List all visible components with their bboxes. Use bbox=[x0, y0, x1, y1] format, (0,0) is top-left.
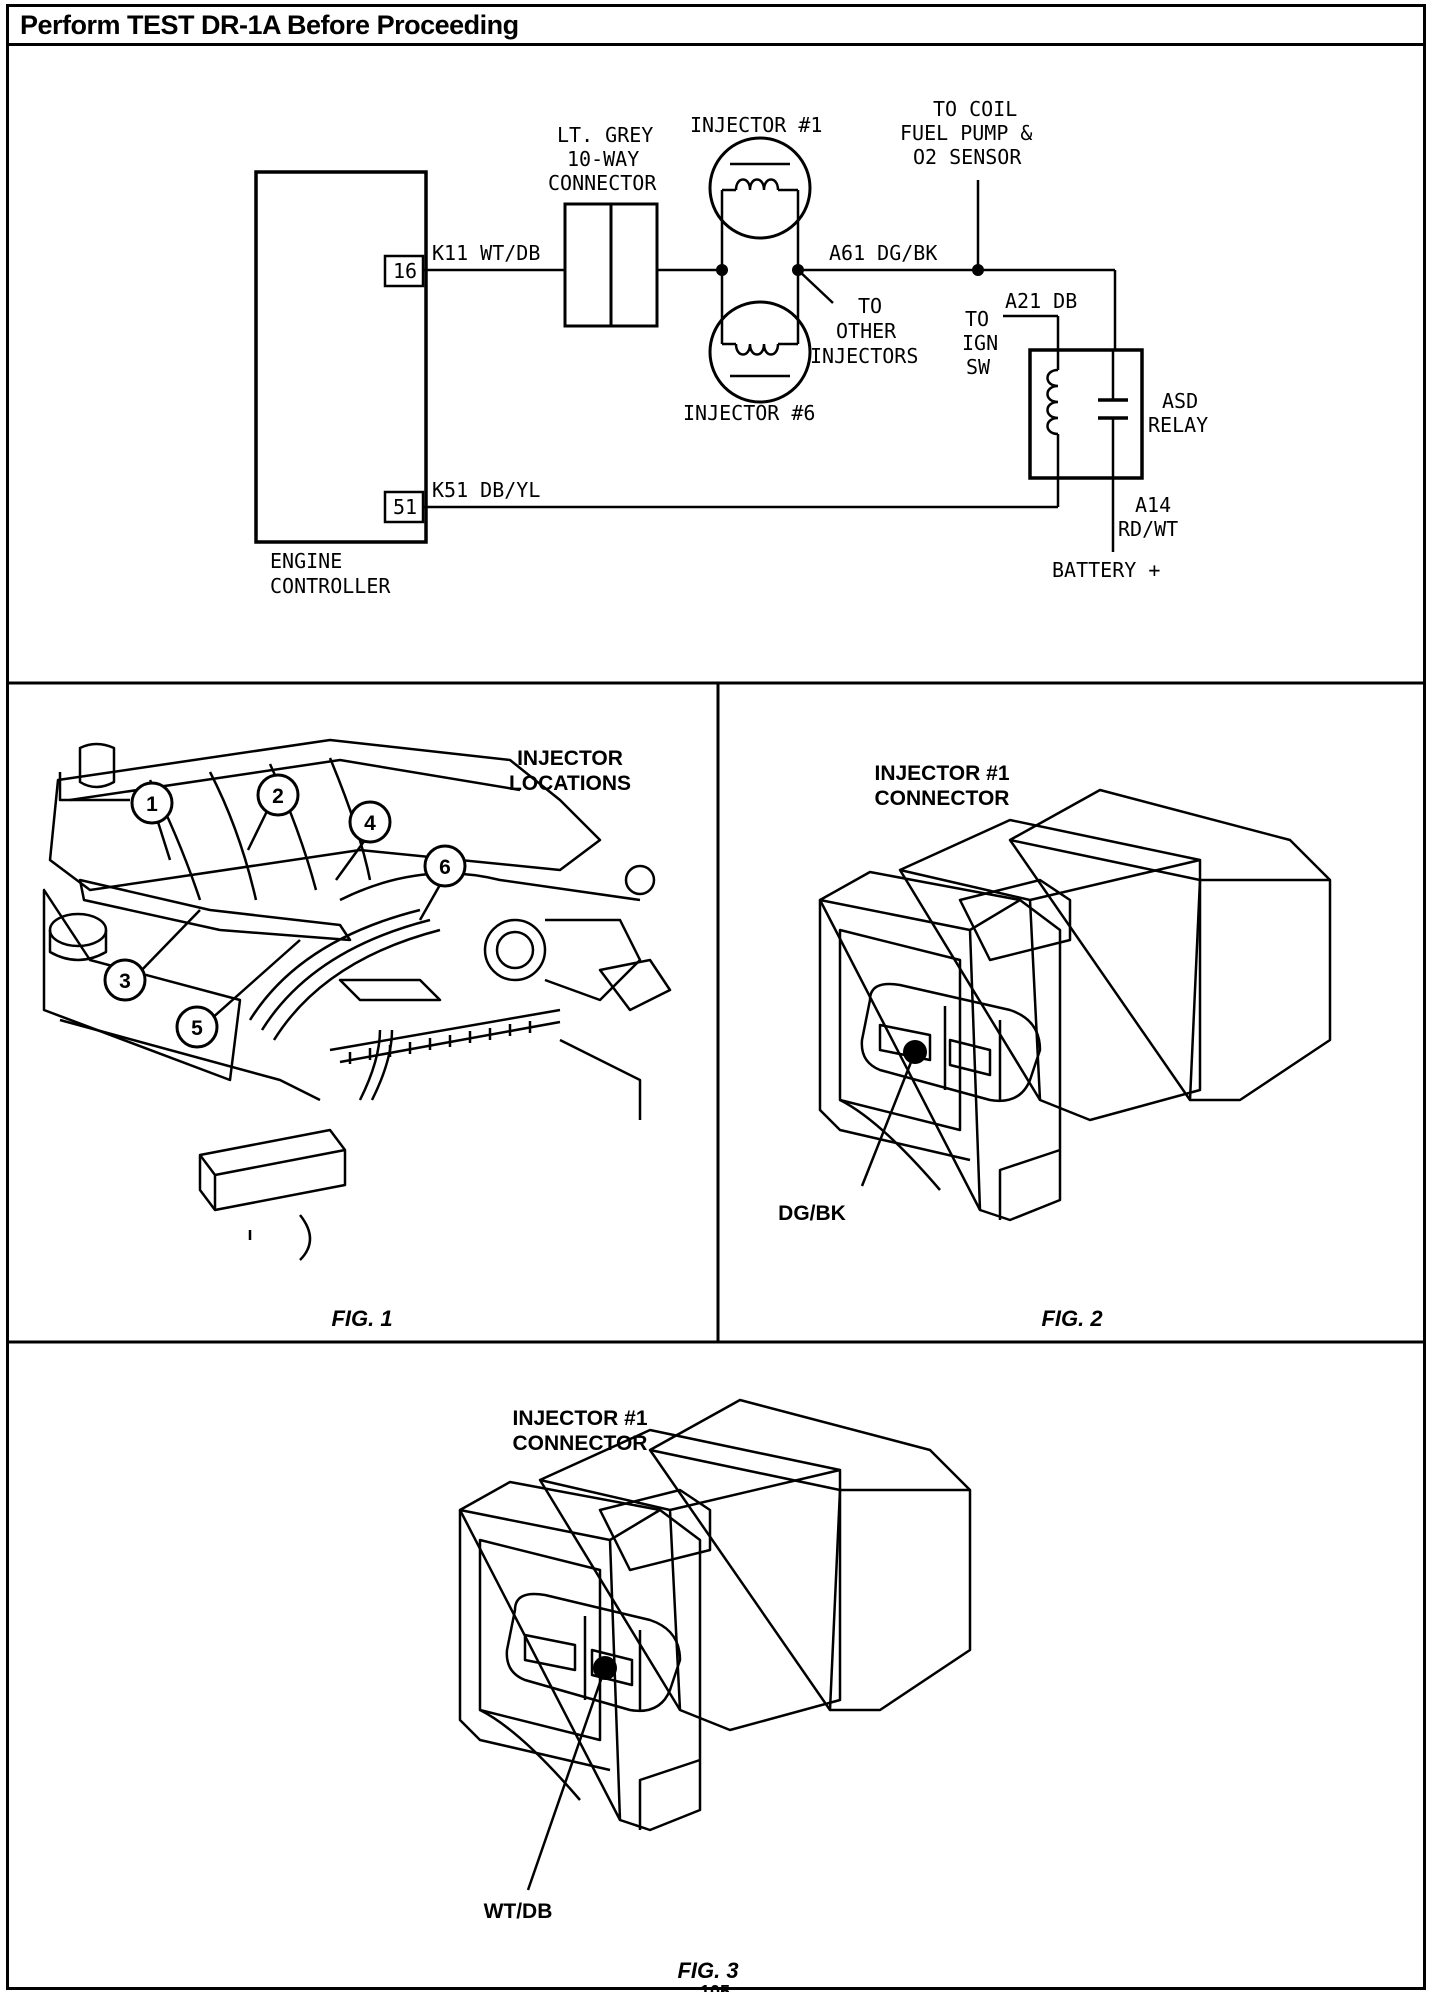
junction-dots bbox=[716, 264, 984, 276]
fig1-title-1: INJECTOR bbox=[517, 747, 623, 770]
callout-1: 1 bbox=[130, 781, 174, 825]
fig1-callouts: 1 2 3 4 5 6 bbox=[103, 773, 467, 1049]
page-number: 105 bbox=[700, 1982, 731, 1992]
injector-6-label: INJECTOR #6 bbox=[683, 401, 815, 425]
to-other-label-3: INJECTORS bbox=[810, 344, 918, 368]
fig2-wire-label: DG/BK bbox=[778, 1202, 846, 1225]
fig3-title-1: INJECTOR #1 bbox=[513, 1407, 648, 1430]
callout-4: 4 bbox=[348, 800, 392, 844]
callout-5: 5 bbox=[175, 1005, 219, 1049]
controller-label-1: ENGINE bbox=[270, 549, 342, 573]
wire-a14-label-2: RD/WT bbox=[1118, 517, 1178, 541]
svg-text:4: 4 bbox=[364, 812, 376, 835]
fig3-caption: FIG. 3 bbox=[677, 1958, 738, 1983]
to-other-label-2: OTHER bbox=[836, 319, 897, 343]
wire-k11-label: K11 WT/DB bbox=[432, 241, 540, 265]
connector-label-3: CONNECTOR bbox=[548, 171, 657, 195]
fig2-caption: FIG. 2 bbox=[1041, 1306, 1103, 1331]
to-other-label-1: TO bbox=[858, 294, 882, 318]
fig2-title-1: INJECTOR #1 bbox=[875, 762, 1010, 785]
controller-label-2: CONTROLLER bbox=[270, 574, 391, 598]
asd-relay-box bbox=[1028, 348, 1144, 480]
to-ign-label-1: TO bbox=[965, 307, 989, 331]
wire-k51-label: K51 DB/YL bbox=[432, 478, 540, 502]
fig2-leader bbox=[860, 1051, 917, 1187]
page-frame bbox=[6, 4, 1426, 1990]
connector-label-2: 10-WAY bbox=[567, 147, 639, 171]
fig3-leader bbox=[526, 1667, 607, 1891]
fig3-wire-label: WT/DB bbox=[484, 1900, 553, 1923]
pin-51-label: 51 bbox=[393, 495, 417, 519]
injector-6-symbol bbox=[708, 300, 812, 404]
to-ign-label-3: SW bbox=[966, 355, 991, 379]
fig2-connector-illustration bbox=[818, 788, 1332, 1222]
page-title: Perform TEST DR-1A Before Proceeding bbox=[20, 10, 519, 40]
injector-1-symbol bbox=[708, 136, 812, 240]
wire-a14-label-1: A14 bbox=[1135, 493, 1171, 517]
fig2-title-2: CONNECTOR bbox=[875, 787, 1010, 810]
to-ign-label-2: IGN bbox=[962, 331, 998, 355]
wire-a21-label: A21 DB bbox=[1005, 289, 1077, 313]
fig1-caption: FIG. 1 bbox=[331, 1306, 392, 1331]
relay-label-2: RELAY bbox=[1148, 413, 1208, 437]
battery-label: BATTERY + bbox=[1052, 558, 1160, 582]
to-coil-label-1: TO COIL bbox=[933, 97, 1017, 121]
svg-text:2: 2 bbox=[272, 785, 284, 808]
wiring-schematic bbox=[254, 136, 1144, 552]
connector-label-1: LT. GREY bbox=[557, 123, 653, 147]
wire-a61-label: A61 DG/BK bbox=[829, 241, 937, 265]
callout-2: 2 bbox=[256, 773, 300, 817]
to-coil-label-2: FUEL PUMP & bbox=[900, 121, 1032, 145]
fig3-title-2: CONNECTOR bbox=[513, 1432, 648, 1455]
svg-text:6: 6 bbox=[439, 856, 451, 879]
callout-6: 6 bbox=[423, 844, 467, 888]
to-coil-label-3: O2 SENSOR bbox=[913, 145, 1022, 169]
callout-3: 3 bbox=[103, 958, 147, 1002]
pin-16-label: 16 bbox=[393, 259, 417, 283]
svg-text:5: 5 bbox=[191, 1017, 203, 1040]
engine-controller-box bbox=[254, 170, 428, 544]
svg-text:1: 1 bbox=[146, 793, 158, 816]
fig1-title-2: LOCATIONS bbox=[509, 772, 631, 795]
injector-1-label: INJECTOR #1 bbox=[690, 113, 822, 137]
fig3-connector-illustration bbox=[458, 1398, 972, 1832]
svg-text:3: 3 bbox=[119, 970, 131, 993]
header-bar: Perform TEST DR-1A Before Proceeding bbox=[6, 4, 1426, 46]
relay-label-1: ASD bbox=[1162, 389, 1198, 413]
